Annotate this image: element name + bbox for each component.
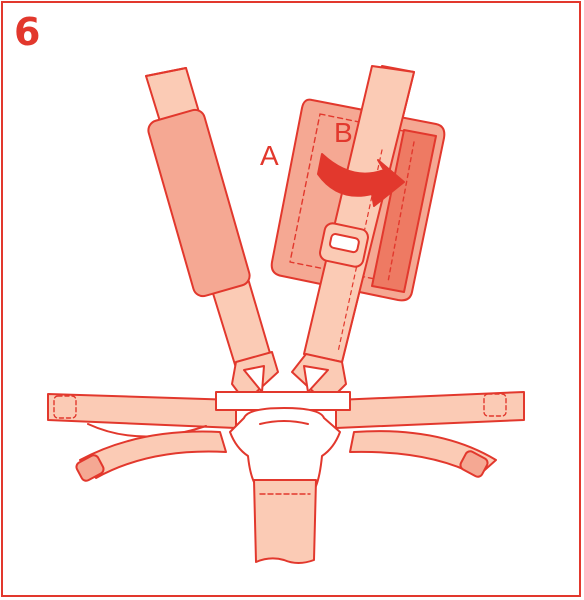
label-a: A	[260, 140, 279, 171]
right-shoulder-pad	[270, 65, 446, 363]
left-shoulder-pad	[147, 108, 251, 298]
label-b: B	[334, 117, 353, 148]
step-number: 6	[14, 10, 41, 54]
right-waist-strap	[335, 391, 525, 478]
left-waist-strap	[47, 393, 237, 482]
wrap-direction-arrow-icon	[317, 153, 405, 207]
crotch-strap	[253, 479, 317, 564]
center-buckle	[215, 391, 351, 487]
